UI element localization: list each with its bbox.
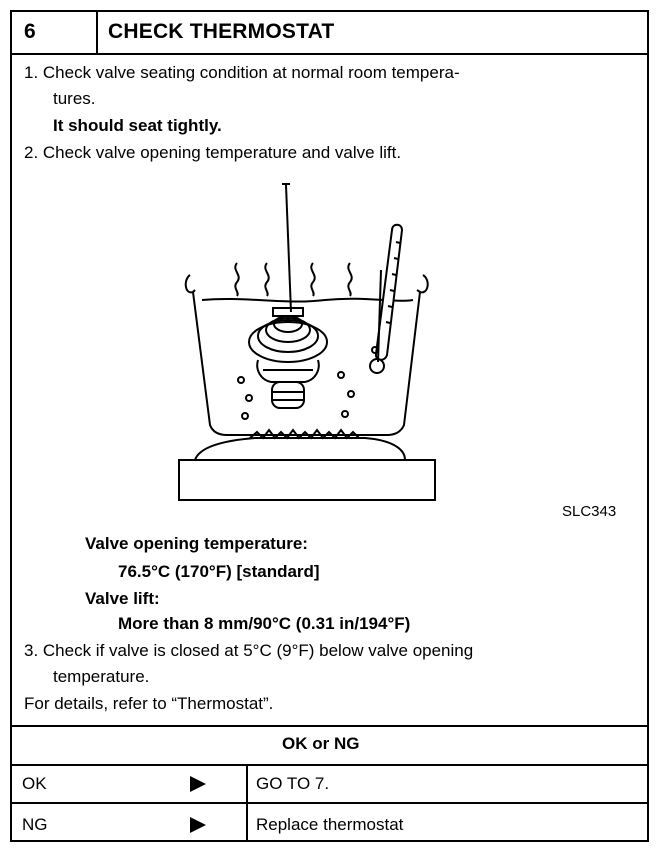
- result-label-ok: OK: [22, 774, 47, 793]
- result-header-rule: [10, 764, 649, 766]
- step-3-line-2: temperature.: [53, 667, 150, 686]
- step-number: 6: [24, 20, 36, 43]
- valve-opening-value: 76.5°C (170°F) [standard]: [118, 562, 320, 581]
- arrow-right-icon: [190, 817, 206, 833]
- valve-lift-value: More than 8 mm/90°C (0.31 in/194°F): [118, 614, 411, 633]
- thermostat-test-illustration: [178, 183, 436, 501]
- result-label-ng: NG: [22, 815, 48, 834]
- result-column-divider: [246, 765, 248, 842]
- flame-icon: [249, 428, 360, 440]
- step-2-text: 2. Check valve opening temperature and v…: [24, 143, 402, 162]
- valve-opening-label: Valve opening temperature:: [85, 534, 308, 553]
- heater-base: [178, 459, 436, 501]
- valve-lift-label: Valve lift:: [85, 589, 160, 608]
- support-rod: [285, 184, 292, 313]
- result-row-rule: [10, 802, 649, 804]
- result-action-ok: GO TO 7.: [256, 774, 330, 793]
- step-title: CHECK THERMOSTAT: [108, 20, 335, 43]
- step-1-line-1: 1. Check valve seating condition at norm…: [24, 63, 460, 82]
- step-1-note: It should seat tightly.: [53, 116, 222, 135]
- arrow-right-icon: [190, 776, 206, 792]
- result-top-rule: [10, 725, 649, 727]
- header-divider: [96, 12, 98, 53]
- steam-icon: [234, 262, 240, 297]
- result-heading: OK or NG: [282, 734, 360, 753]
- details-reference: For details, refer to “Thermostat”.: [24, 694, 274, 713]
- water-surface: [201, 297, 414, 303]
- step-3-line-1: 3. Check if valve is closed at 5°C (9°F)…: [24, 641, 474, 660]
- step-header: 6 CHECK THERMOSTAT: [12, 12, 647, 55]
- pot-outline: [184, 274, 429, 436]
- result-action-ng: Replace thermostat: [256, 815, 404, 834]
- heater-top: [194, 437, 406, 461]
- figure-code: SLC343: [562, 503, 617, 520]
- step-1-line-2: tures.: [53, 89, 96, 108]
- procedure-box: 6 CHECK THERMOSTAT: [10, 10, 649, 842]
